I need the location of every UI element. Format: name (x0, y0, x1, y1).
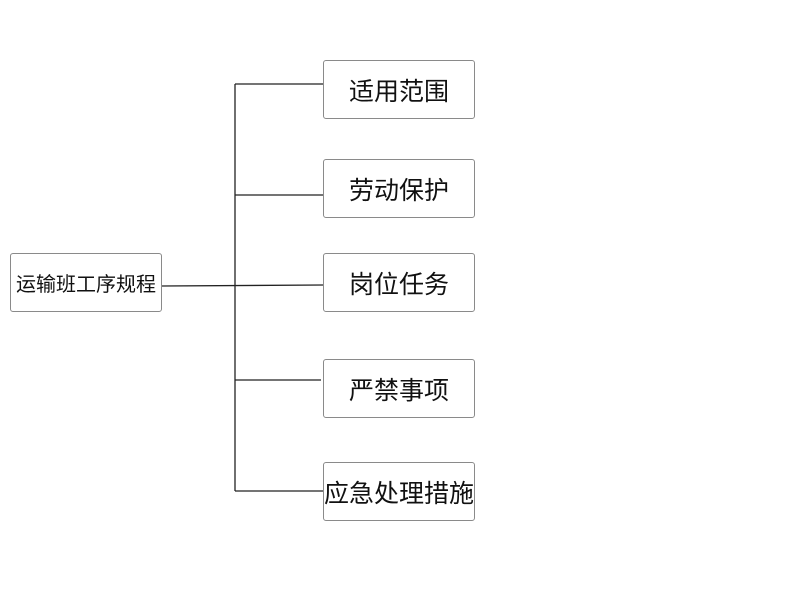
child-node-scope[interactable]: 适用范围 (323, 60, 475, 119)
child-node-emergency-measures[interactable]: 应急处理措施 (323, 462, 475, 521)
child-node-label: 应急处理措施 (324, 478, 475, 508)
child-node-label: 岗位任务 (348, 269, 449, 299)
child-node-label: 严禁事项 (348, 375, 449, 405)
connector-root-to-trunk (161, 284, 324, 287)
child-node-label: 适用范围 (348, 76, 449, 106)
child-node-labor-protection[interactable]: 劳动保护 (323, 159, 475, 218)
root-node[interactable]: 运输班工序规程 (10, 253, 162, 312)
root-node-label: 运输班工序规程 (16, 272, 156, 296)
child-node-post-duties[interactable]: 岗位任务 (323, 253, 475, 312)
child-node-label: 劳动保护 (348, 175, 449, 205)
child-node-prohibitions[interactable]: 严禁事项 (323, 359, 475, 418)
